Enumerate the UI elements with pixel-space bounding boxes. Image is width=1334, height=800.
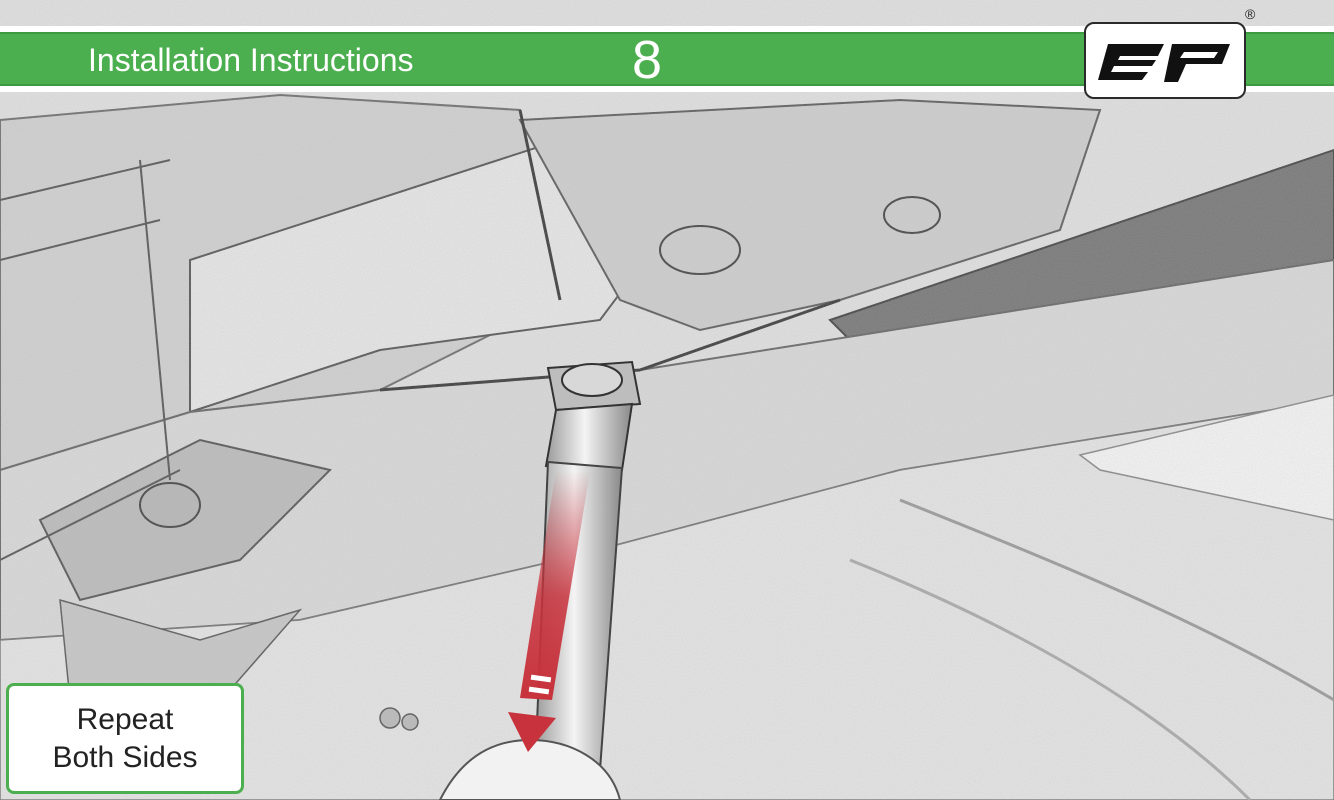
ep-logo-icon xyxy=(1094,38,1236,84)
repeat-callout: Repeat Both Sides xyxy=(6,683,244,794)
page-title: Installation Instructions xyxy=(88,38,414,82)
registered-mark: ® xyxy=(1245,6,1255,22)
brand-logo xyxy=(1084,22,1246,99)
callout-line-1: Repeat xyxy=(77,701,174,739)
callout-line-2: Both Sides xyxy=(52,739,197,777)
step-number: 8 xyxy=(632,30,662,90)
